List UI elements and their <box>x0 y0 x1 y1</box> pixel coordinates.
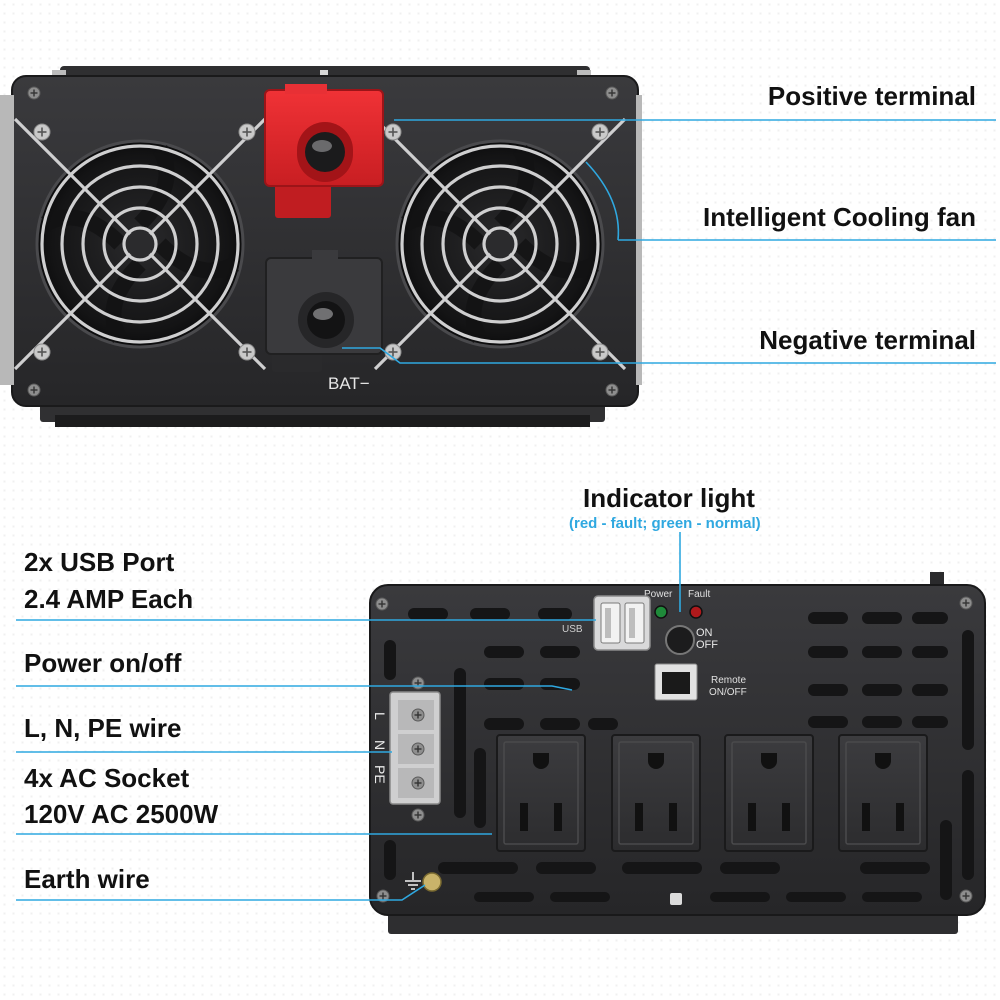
svg-text:Fault: Fault <box>688 589 710 600</box>
cooling-fan-right <box>375 119 625 369</box>
remote-port: Remote ON/OFF <box>654 663 747 701</box>
svg-text:L: L <box>372 712 388 720</box>
svg-text:N: N <box>372 740 388 750</box>
negative-terminal <box>265 250 383 372</box>
svg-text:Remote: Remote <box>711 675 746 686</box>
bat-negative-label: BAT− <box>328 374 370 393</box>
cooling-fan-left <box>15 119 265 369</box>
svg-text:PE: PE <box>372 765 388 784</box>
leader-lines-bottom <box>16 532 681 901</box>
terminal-block: L N PE <box>372 676 441 822</box>
ac-socket-label-line1: 4x AC Socket <box>24 763 190 793</box>
positive-terminal-label: Positive terminal <box>767 81 976 111</box>
svg-text:ON: ON <box>696 627 713 639</box>
svg-text:USB: USB <box>562 624 583 635</box>
negative-terminal-label: Negative terminal <box>759 325 976 355</box>
svg-text:Power: Power <box>644 589 673 600</box>
indicator-light-title: Indicator light <box>583 483 755 513</box>
ac-socket-label-line2: 120V AC 2500W <box>24 799 219 829</box>
usb-port-label-line2: 2.4 AMP Each <box>24 584 194 614</box>
power-switch-label: Power on/off <box>24 648 182 678</box>
indicator-light-note: (red - fault; green - normal) <box>569 515 761 532</box>
earth-wire-label: Earth wire <box>24 864 150 894</box>
usb-ports: USB <box>562 595 651 651</box>
power-switch: ON OFF <box>665 625 718 655</box>
wire-label: L, N, PE wire <box>24 713 182 743</box>
positive-terminal <box>264 84 384 218</box>
inverter-ac-side: Power Fault USB ON OFF Remote ON/OFF <box>369 572 986 934</box>
vent-slots <box>384 608 974 902</box>
usb-port-label-line1: 2x USB Port <box>24 547 175 577</box>
svg-text:OFF: OFF <box>696 639 718 651</box>
led-indicators: Power Fault <box>644 589 710 619</box>
cooling-fan-label: Intelligent Cooling fan <box>703 202 976 232</box>
svg-text:ON/OFF: ON/OFF <box>709 687 747 698</box>
leader-lines-top <box>342 119 996 364</box>
ground-terminal <box>405 872 442 892</box>
